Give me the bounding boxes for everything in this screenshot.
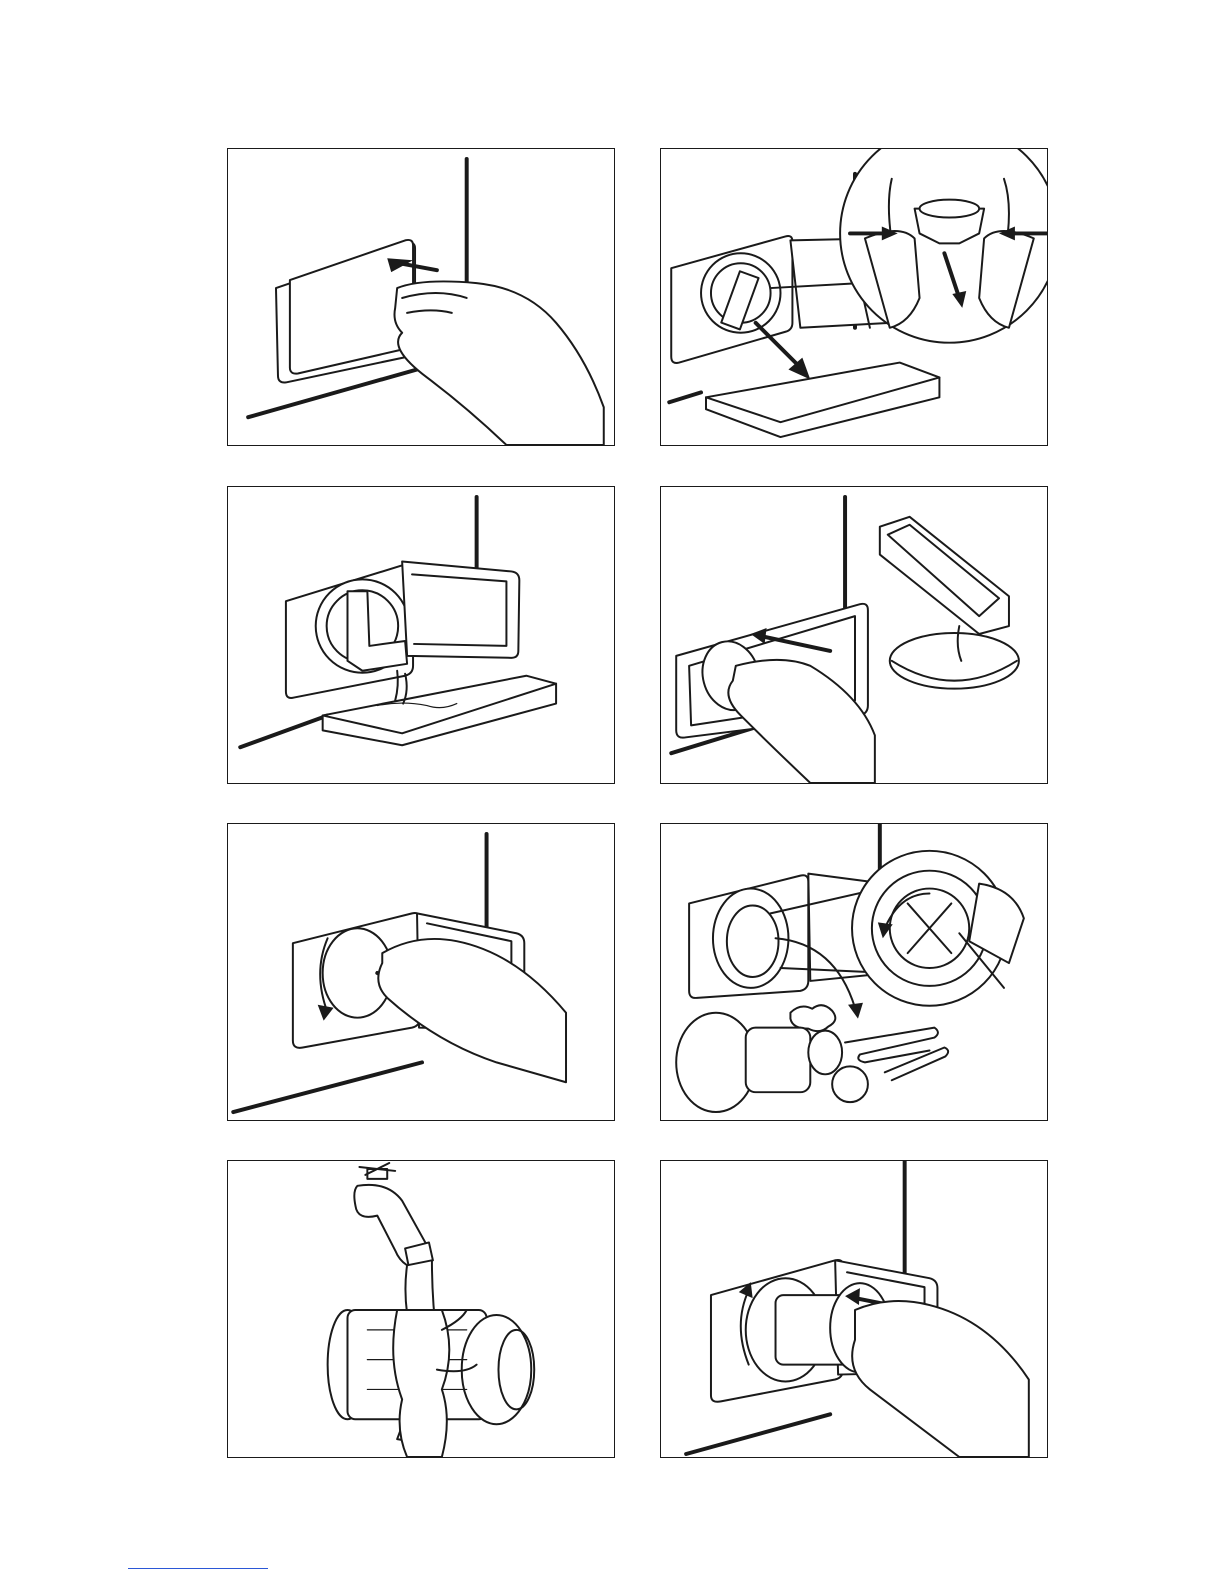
illustration-step-7-rinse-filter [227,1160,615,1458]
illustration-step-8-reinsert-filter [660,1160,1048,1458]
drain-tray-drawing [661,149,1047,445]
open-flap-drawing [228,149,614,445]
remove-filter-drawing [228,824,614,1120]
illustration-step-1-open-flap [227,148,615,446]
illustration-step-2-drain-tray [660,148,1048,446]
illustration-step-5-remove-filter [227,823,615,1121]
reinsert-filter-drawing [661,1161,1047,1457]
empty-tray-drawing [661,487,1047,783]
clean-housing-drawing [661,824,1047,1120]
footer-link-underline[interactable] [128,1568,268,1569]
illustration-step-3-water-flow [227,486,615,784]
illustration-step-4-empty-tray [660,486,1048,784]
rinse-filter-drawing [228,1161,614,1457]
illustration-step-6-clean-housing [660,823,1048,1121]
water-flow-drawing [228,487,614,783]
